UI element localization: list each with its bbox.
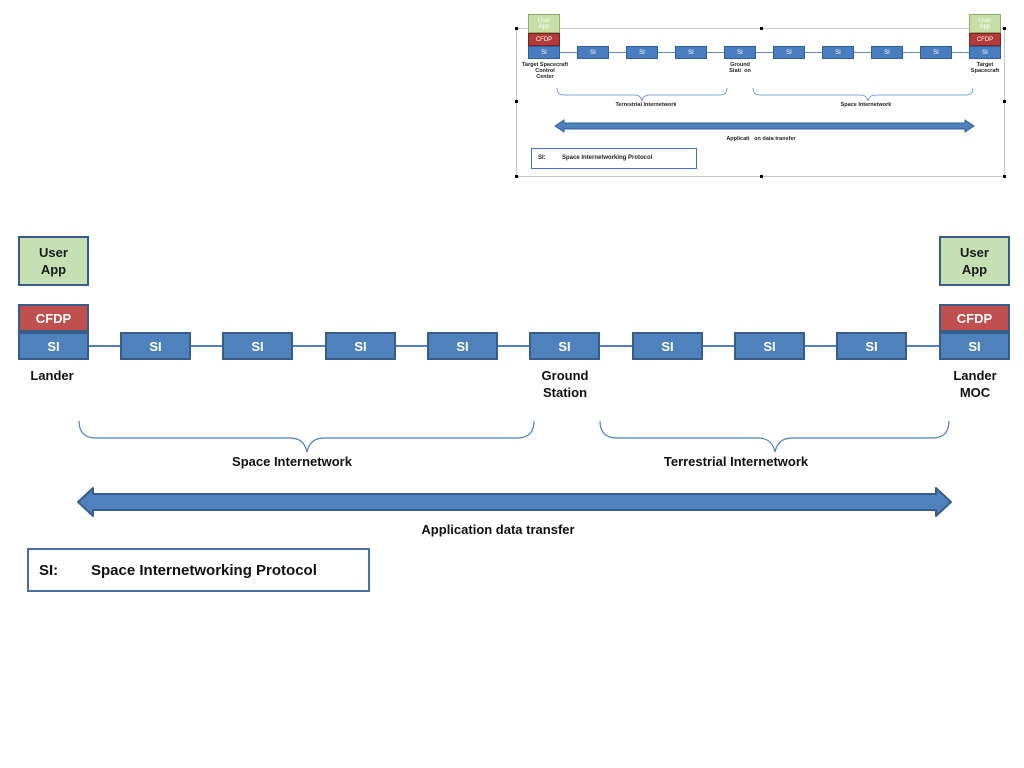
legend-value: Space Internetworking Protocol bbox=[91, 561, 317, 579]
ground-station-label: Ground Station bbox=[541, 368, 589, 400]
resize-handle[interactable] bbox=[760, 175, 763, 178]
thumb-si-node: SI bbox=[871, 46, 903, 59]
thumb-cfdp-right: CFDP bbox=[969, 33, 1001, 46]
thumb-cfdp-left: CFDP bbox=[528, 33, 560, 46]
thumb-brace-right-label: Space Internetwork bbox=[840, 102, 892, 108]
si-right: SI bbox=[939, 332, 1010, 360]
thumb-si-node: SI bbox=[577, 46, 609, 59]
thumb-right-node-label: Target Spacecraft bbox=[970, 62, 1000, 74]
brace-space-internetwork bbox=[78, 420, 535, 453]
si-node: SI bbox=[120, 332, 191, 360]
si-node: SI bbox=[427, 332, 498, 360]
resize-handle[interactable] bbox=[1003, 27, 1006, 30]
thumb-braces-arrow bbox=[554, 87, 975, 133]
thumb-si-node: SI bbox=[920, 46, 952, 59]
thumb-ground-station-label: Ground Stati on bbox=[729, 62, 751, 74]
thumb-legend: SI: Space Internetworking Protocol bbox=[531, 148, 697, 169]
si-node: SI bbox=[734, 332, 805, 360]
si-node: SI bbox=[632, 332, 703, 360]
si-node: SI bbox=[222, 332, 293, 360]
terrestrial-internetwork-label: Terrestrial Internetwork bbox=[663, 454, 809, 469]
thumb-si-node: SI bbox=[724, 46, 756, 59]
thumb-si-right: SI bbox=[969, 46, 1001, 59]
legend-box: SI: Space Internetworking Protocol bbox=[27, 548, 370, 592]
si-node: SI bbox=[325, 332, 396, 360]
thumb-si-node: SI bbox=[822, 46, 854, 59]
resize-handle[interactable] bbox=[1003, 175, 1006, 178]
thumb-arrow-label: Applicati on data transfer bbox=[726, 136, 796, 142]
thumb-left-node-label: Target Spacecraft Control Center bbox=[521, 62, 569, 80]
resize-handle[interactable] bbox=[515, 175, 518, 178]
thumb-si-node: SI bbox=[773, 46, 805, 59]
space-internetwork-label: Space Internetwork bbox=[232, 454, 352, 469]
thumbnail-diagram: User App CFDP SI Target Spacecraft Contr… bbox=[515, 14, 1006, 178]
thumb-legend-value: Space Internetworking Protocol bbox=[562, 155, 653, 161]
resize-handle[interactable] bbox=[760, 27, 763, 30]
cfdp-right: CFDP bbox=[939, 304, 1010, 332]
thumb-brace-left-label: Terrestrial Internetwork bbox=[615, 102, 677, 108]
application-data-transfer-label: Application data transfer bbox=[421, 522, 575, 537]
resize-handle[interactable] bbox=[515, 27, 518, 30]
si-node: SI bbox=[836, 332, 907, 360]
thumb-si-left: SI bbox=[528, 46, 560, 59]
cfdp-left: CFDP bbox=[18, 304, 89, 332]
thumb-si-node: SI bbox=[626, 46, 658, 59]
brace-terrestrial-internetwork bbox=[599, 420, 950, 453]
si-node-ground-station: SI bbox=[529, 332, 600, 360]
legend-key: SI: bbox=[39, 561, 59, 579]
si-link-line bbox=[88, 345, 941, 347]
user-app-right: User App bbox=[939, 236, 1010, 286]
user-app-left: User App bbox=[18, 236, 89, 286]
si-left: SI bbox=[18, 332, 89, 360]
resize-handle[interactable] bbox=[1003, 100, 1006, 103]
thumb-link-line bbox=[560, 52, 970, 53]
thumb-legend-key: SI: bbox=[538, 155, 546, 161]
application-data-transfer-arrow bbox=[77, 487, 952, 517]
lander-label: Lander bbox=[30, 368, 74, 383]
thumb-user-app-left: User App bbox=[528, 14, 560, 33]
resize-handle[interactable] bbox=[515, 100, 518, 103]
thumb-si-node: SI bbox=[675, 46, 707, 59]
lander-moc-label: Lander MOC bbox=[953, 368, 997, 400]
thumb-user-app-right: User App bbox=[969, 14, 1001, 33]
